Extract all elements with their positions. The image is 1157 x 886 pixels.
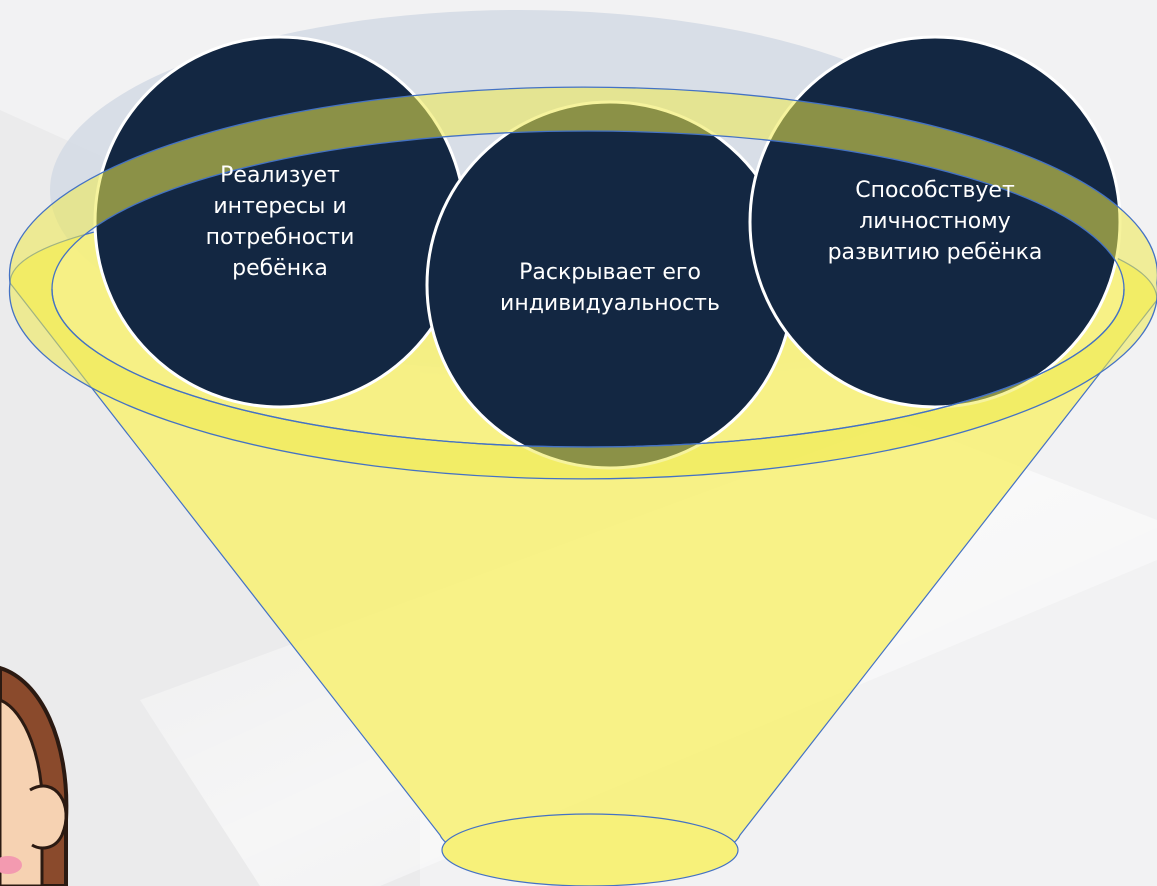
funnel-rim-lower xyxy=(51,288,1125,448)
funnel-bottom-opening xyxy=(441,813,739,886)
circle-center-label: Раскрывает его индивидуальность xyxy=(500,260,720,316)
character-cheek xyxy=(0,856,22,874)
circle-right-label: Способствует личностному развитию ребёнк… xyxy=(827,178,1043,265)
character-ear xyxy=(29,784,68,850)
circle-left-label: Реализует интересы и потребности ребёнка xyxy=(205,163,355,281)
cartoon-character xyxy=(0,665,69,886)
